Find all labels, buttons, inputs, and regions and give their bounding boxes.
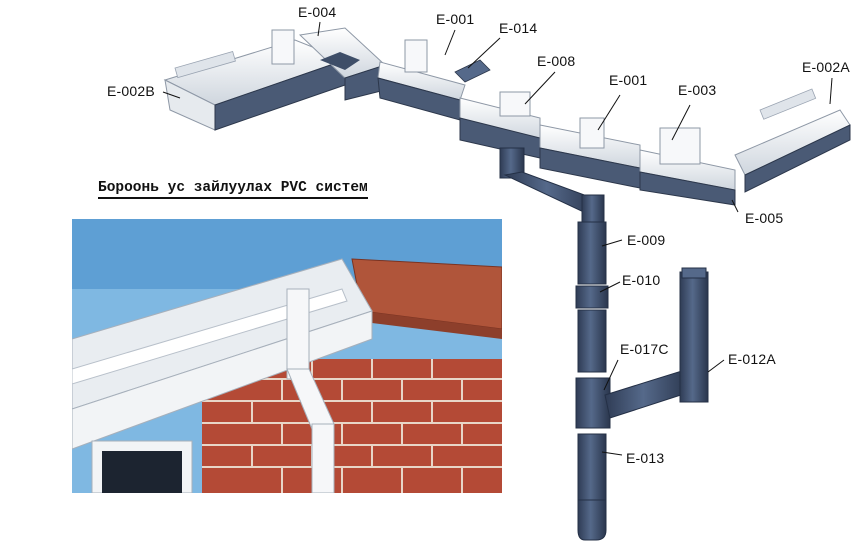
diagram-title: Бороонь ус зайлуулах PVC систем <box>98 180 368 199</box>
label-e002a: E-002A <box>802 59 850 75</box>
label-e017c: E-017C <box>620 341 669 357</box>
label-e012a: E-012A <box>728 351 776 367</box>
label-e001-right: E-001 <box>609 72 647 88</box>
label-e010: E-010 <box>622 272 660 288</box>
label-e003: E-003 <box>678 82 716 98</box>
label-e004: E-004 <box>298 4 336 20</box>
house-gutter-photo <box>72 219 502 493</box>
label-e013: E-013 <box>626 450 664 466</box>
label-e002b: E-002B <box>107 83 155 99</box>
gutter-middle-run <box>378 40 540 158</box>
gutter-right-run <box>540 89 850 205</box>
label-e008: E-008 <box>537 53 575 69</box>
downpipe-main <box>576 222 610 540</box>
label-e009: E-009 <box>627 232 665 248</box>
label-e001-top: E-001 <box>436 11 474 27</box>
label-e014: E-014 <box>499 20 537 36</box>
label-e005: E-005 <box>745 210 783 226</box>
